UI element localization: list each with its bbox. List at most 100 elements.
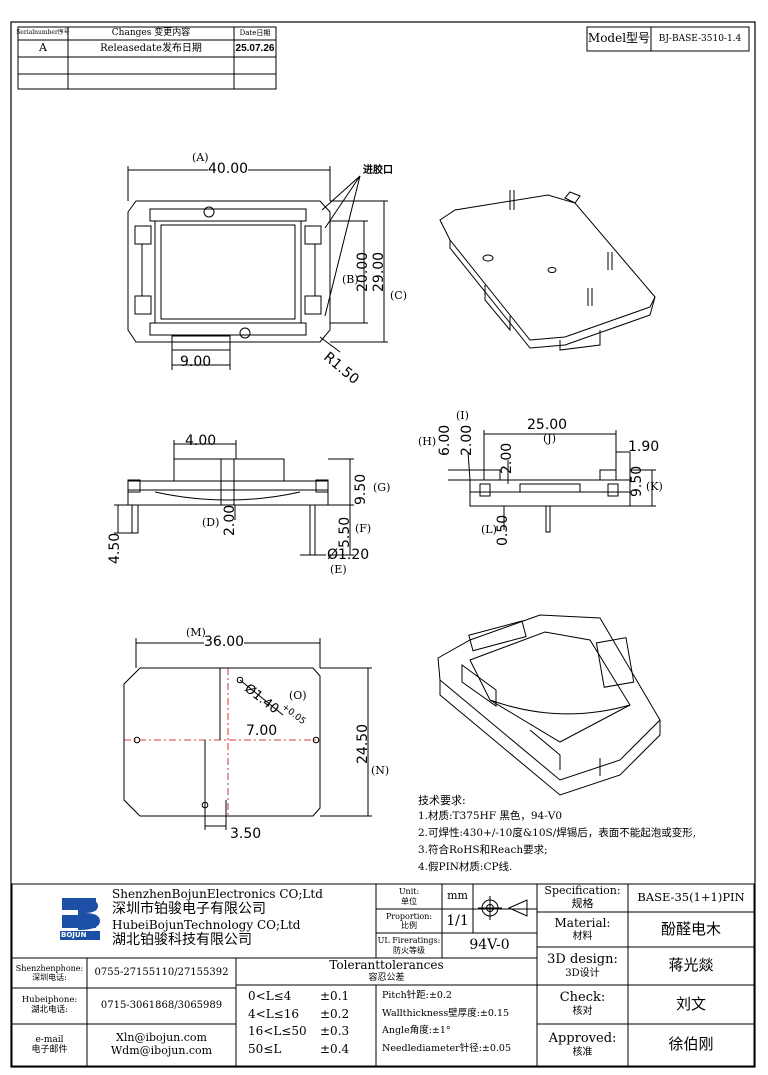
dim-bottom-value: 9.00 — [180, 354, 212, 370]
email-label-cell: e-mail 电子邮件 — [12, 1024, 87, 1066]
tol-value: ±0.1 — [320, 989, 350, 1003]
model-value: BJ-BASE-3510-1.4 — [658, 33, 742, 44]
proportion-value: 1/1 — [446, 912, 469, 929]
side-dim-j-letter: (J) — [543, 432, 556, 445]
unit-label-cn: 单位 — [401, 896, 417, 906]
proportion-label-cn: 比例 — [401, 921, 417, 930]
side-dim-h-letter: (H) — [418, 435, 437, 448]
side-dim-i-letter: (I) — [456, 409, 469, 422]
company-cn-2: 湖北铂骏科技有限公司 — [112, 932, 252, 948]
company-en-2: HubeiBojunTechnology CO;Ltd — [112, 918, 301, 932]
company-cn-1: 深圳市铂骏电子有限公司 — [112, 901, 266, 917]
side-dim-i-value: 2.00 — [459, 424, 475, 456]
material-label: Material: — [554, 915, 611, 930]
design-label-cell: 3D design: 3D设计 — [537, 947, 628, 985]
check-label-cn: 核对 — [572, 1006, 593, 1018]
tolerances-title-cell: Toleranttolerances 容忍公差 — [236, 958, 537, 985]
side-dim-h-value: 6.00 — [437, 424, 453, 456]
side-dim-l-letter: (L) — [481, 523, 497, 536]
title-block-lines — [11, 883, 755, 1067]
hb-phone-value: 0715-3061868/3065989 — [100, 1000, 223, 1012]
front-dim-top: 4.00 — [185, 433, 217, 449]
spec-label-cn: 规格 — [571, 897, 594, 910]
bottom-isometric-view — [437, 614, 661, 796]
hb-phone-label-cn: 湖北电话: — [31, 1005, 68, 1015]
tol-value: ±0.4 — [320, 1042, 350, 1056]
approved-label: Approved: — [548, 1030, 617, 1046]
front-dim-e-value: Ø1.20 — [327, 547, 370, 563]
sheet-border — [10, 21, 756, 1068]
bottom-dim-o-letter: (O) — [289, 689, 307, 702]
front-pin-length: 4.50 — [107, 532, 123, 564]
tol-note: Needlediameter针径:±0.05 — [382, 1043, 512, 1054]
tol-range: 50≤L — [248, 1042, 282, 1056]
bojun-logo-icon — [60, 898, 100, 940]
material-value: 酚醛电木 — [660, 919, 721, 938]
tol-range: 4<L≤16 — [248, 1007, 299, 1021]
design-label: 3D design: — [547, 951, 618, 967]
bottom-dim-n-value: 24.50 — [355, 723, 371, 764]
design-value: 蒋光燚 — [668, 956, 714, 975]
email-1[interactable]: Xln@ibojun.com — [116, 1031, 207, 1045]
approved-value: 徐伯刚 — [668, 1035, 714, 1054]
material-label-cn: 材料 — [572, 930, 593, 942]
bottom-dim-m-letter: (M) — [186, 626, 206, 639]
design-label-cn: 3D设计 — [565, 967, 600, 979]
proportion-label: Proportion: — [385, 911, 433, 921]
sz-phone-label-cell: Shenzhenphone: 深圳电话: — [12, 958, 87, 988]
side-dim-j-value: 25.00 — [527, 417, 568, 433]
spec-label: Specification: — [544, 884, 621, 898]
front-dim-f-value: 5.50 — [337, 516, 353, 548]
check-label: Check: — [559, 990, 606, 1006]
ul-label-cn: 防火等级 — [393, 945, 425, 955]
email-2[interactable]: Wdm@ibojun.com — [110, 1044, 213, 1057]
tol-range: 0<L≤4 — [248, 989, 292, 1003]
bottom-dim-bottom-value: 3.50 — [230, 826, 262, 842]
unit-label: Unit: — [398, 887, 420, 897]
ul-label: UL Fireratings: — [377, 936, 441, 946]
logo-text: BOJUN — [61, 931, 87, 939]
unit-label-cell: Unit: 单位 — [376, 884, 442, 909]
check-label-cell: Check: 核对 — [537, 985, 628, 1024]
bottom-dim-m-value: 36.00 — [204, 634, 245, 650]
bottom-view-centerlines — [124, 668, 320, 816]
side-dim-l-value: 0.50 — [495, 514, 511, 546]
sz-phone-value: 0755-27155110/27155392 — [94, 967, 229, 979]
tech-note-item: 2.可焊性:430+/-10度&10S/焊锡后，表面不能起泡或变形, — [418, 827, 697, 839]
tech-notes-title: 技术要求: — [418, 794, 466, 807]
front-dim-d-value: 2.00 — [222, 504, 238, 536]
tech-note-item: 4.假PIN材质:CP线. — [418, 861, 513, 873]
rev-row1-serial: A — [39, 41, 47, 55]
bottom-dim-offset-value: 7.00 — [246, 723, 278, 739]
material-label-cell: Material: 材料 — [537, 912, 628, 947]
side-dim-k-letter: (K) — [646, 480, 663, 493]
rev-header-serial: Serialnumber序号 — [16, 29, 70, 37]
tol-note: Wallthickness壁厚度:±0.15 — [382, 1008, 510, 1019]
dim-a-value: 40.00 — [208, 161, 249, 177]
rev-row1-date: 25.07.26 — [235, 42, 275, 54]
tolerances-title-cn: 容忍公差 — [368, 973, 405, 984]
front-dim-e-letter: (E) — [330, 563, 347, 576]
approved-label-cn: 核准 — [572, 1046, 593, 1058]
sz-phone-label: Shenzhenphone: — [15, 963, 84, 973]
tol-value: ±0.3 — [320, 1024, 350, 1038]
rev-header-date: Date日期 — [239, 29, 271, 38]
rev-row1-changes: Releasedate发布日期 — [100, 42, 202, 54]
tech-note-item: 1.材质:T375HF 黑色，94-V0 — [418, 810, 563, 822]
spec-value: BASE-35(1+1)PIN — [637, 890, 745, 905]
front-dim-g-value: 9.50 — [353, 473, 369, 505]
sz-phone-label-cn: 深圳电话: — [32, 973, 67, 982]
front-dim-f-letter: (F) — [355, 522, 372, 535]
email-label: e-mail — [35, 1034, 64, 1045]
unit-value: mm — [447, 889, 468, 903]
tol-note: Pitch针距:±0.2 — [382, 990, 452, 1001]
projection-symbol-icon — [478, 896, 528, 920]
dim-c-letter: (C) — [390, 289, 407, 302]
dim-b-value: 20.00 — [355, 251, 371, 292]
dim-b-letter: (B) — [342, 273, 359, 286]
inlet-note: 进胶口 — [363, 165, 393, 176]
spec-label-cell: Specification: 规格 — [537, 884, 628, 912]
top-view — [127, 166, 388, 370]
